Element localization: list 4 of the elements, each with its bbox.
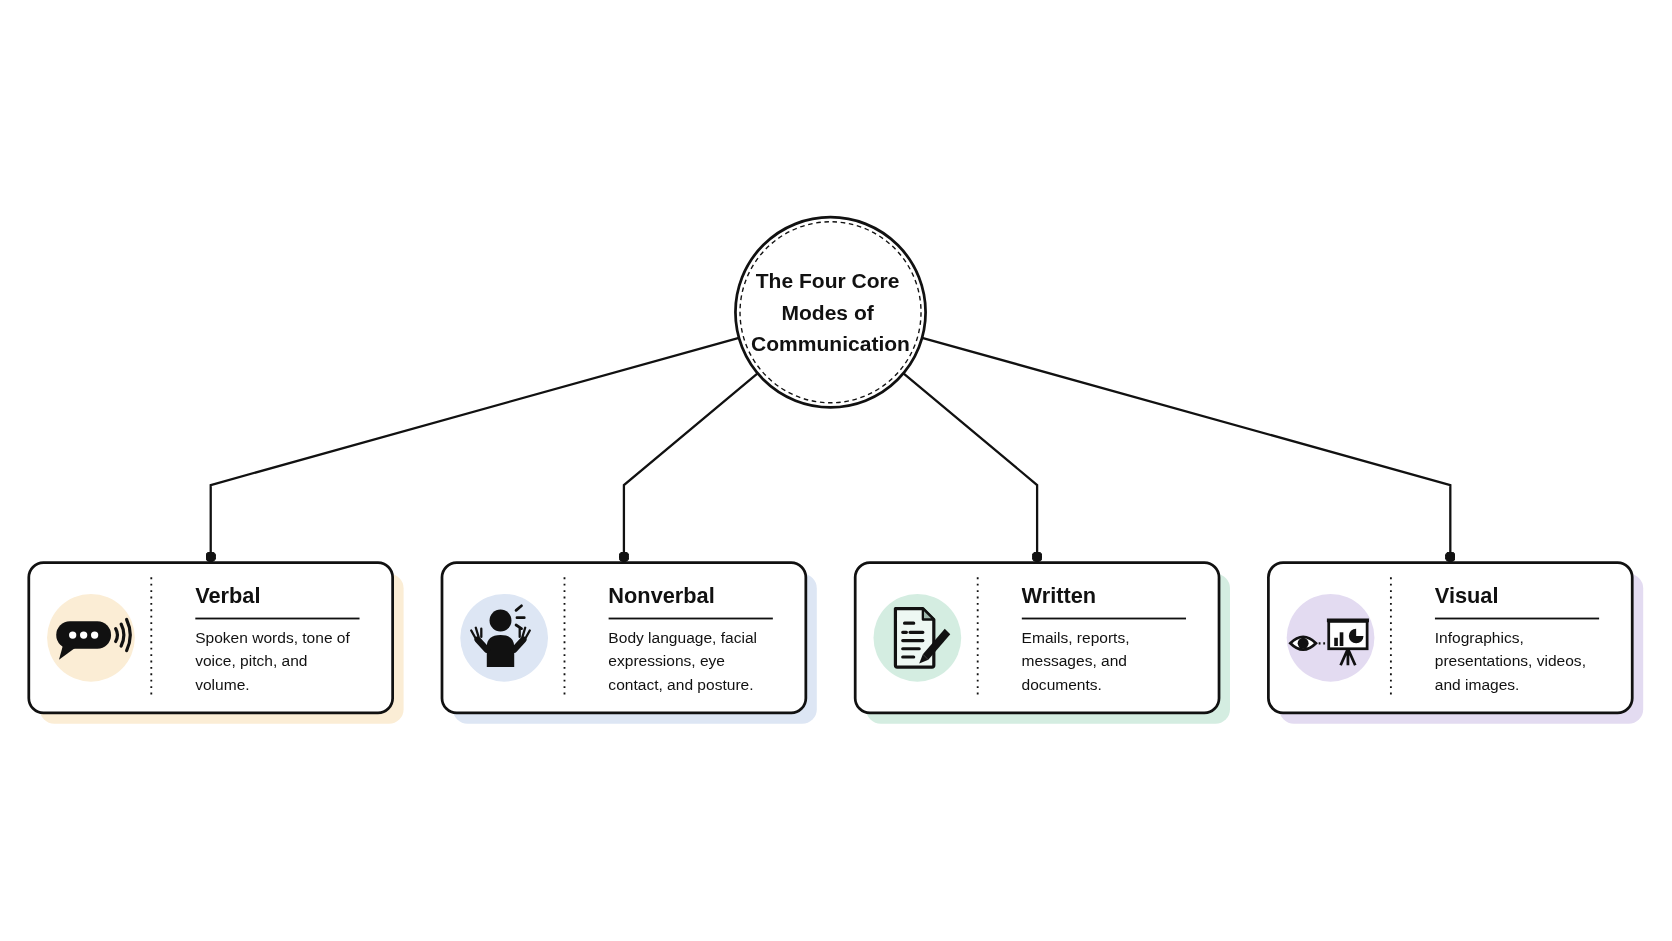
connector [205,336,740,563]
connector [902,372,1043,563]
connector [618,372,759,563]
node-circle: The Four Core Modes of Communication [734,215,927,409]
